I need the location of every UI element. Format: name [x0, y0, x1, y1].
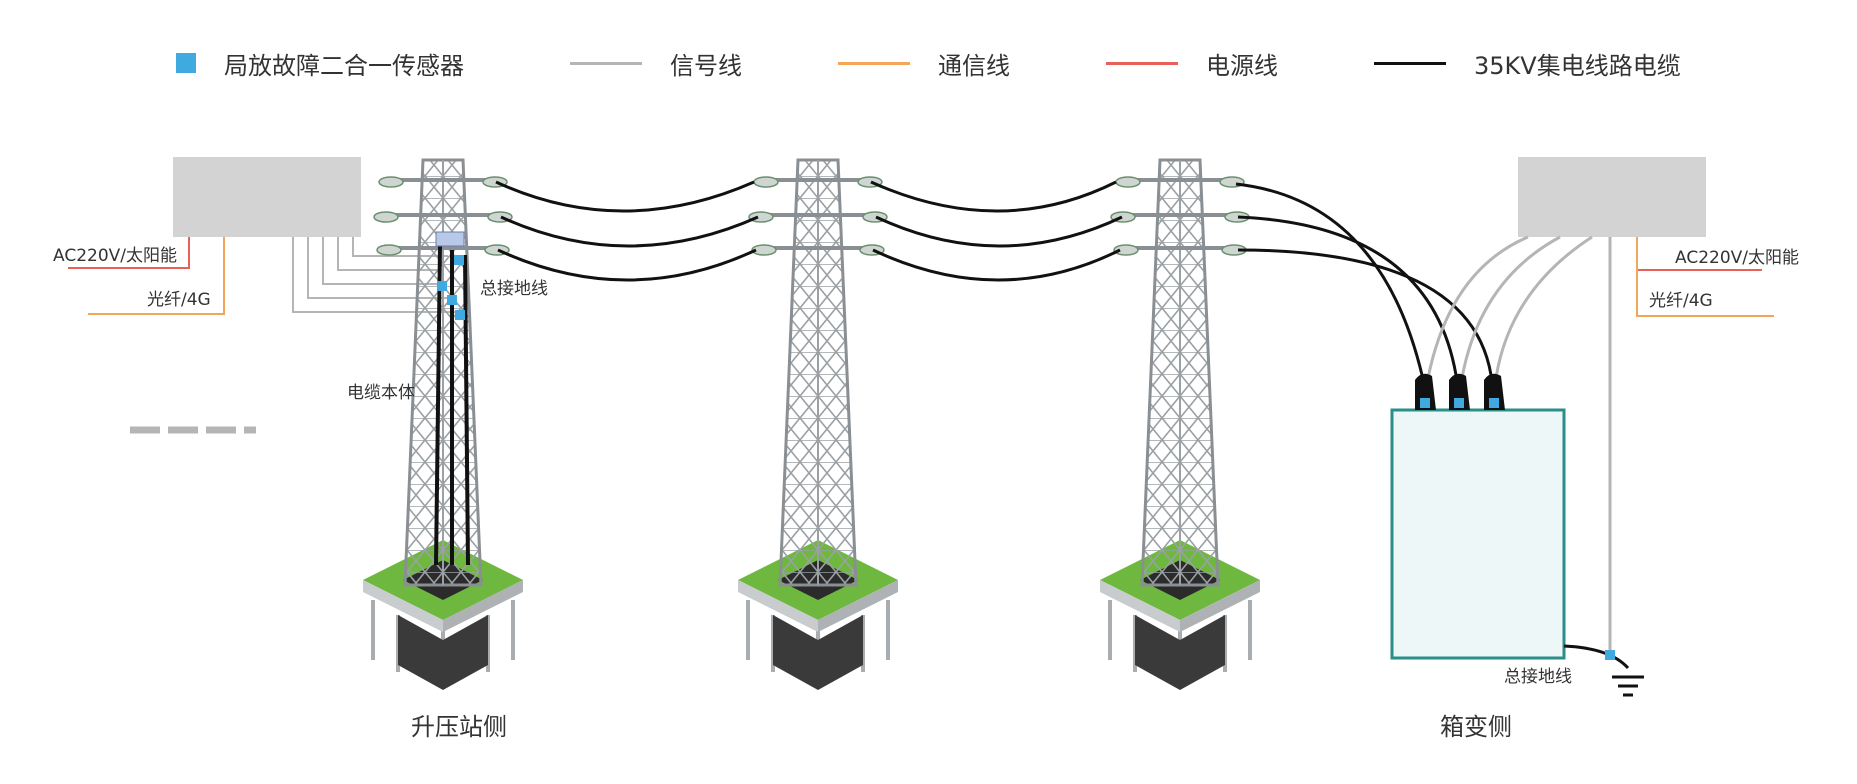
legend: 局放故障二合一传感器 信号线 通信线 电源线 35KV集电线路电缆: [0, 38, 1857, 88]
booster-station-side-label: 升压站侧: [411, 713, 507, 741]
legend-label: 信号线: [670, 51, 742, 80]
legend-item-comm-line: 通信线: [838, 38, 1010, 88]
right-monitor-unit: AC220V/太阳能 光纤/4G: [1426, 157, 1799, 655]
ground-icon: [1612, 675, 1644, 697]
legend-label: 35KV集电线路电缆: [1474, 51, 1681, 80]
left-ground-label: 总接地线: [480, 279, 548, 299]
right-monitor-box: [1518, 157, 1706, 237]
left-comm-label: 光纤/4G: [147, 290, 211, 310]
cable-line-swatch: [1374, 61, 1446, 65]
cable-terminal: [435, 231, 465, 247]
left-monitor-box: [173, 157, 361, 237]
tower-1-sensors: [437, 255, 465, 320]
box-transformer-body: [1390, 408, 1566, 660]
right-comm-label: 光纤/4G: [1649, 291, 1713, 311]
cable-body-label: 电缆本体: [347, 383, 415, 403]
box-transformer: 总接地线: [1390, 373, 1644, 697]
legend-item-power-line: 电源线: [1106, 38, 1278, 88]
ground-wire: [1563, 644, 1630, 670]
power-line-swatch: [1106, 61, 1178, 65]
right-signal-lines: [1426, 235, 1593, 379]
legend-label: 局放故障二合一传感器: [224, 51, 464, 80]
left-signal-lines: [292, 237, 458, 313]
ground-sensor: [1605, 650, 1615, 660]
tower-3: [1100, 158, 1260, 690]
right-power-label: AC220V/太阳能: [1675, 248, 1799, 268]
right-ground-label: 总接地线: [1504, 667, 1572, 687]
legend-label: 通信线: [938, 51, 1010, 80]
legend-item-sensor: 局放故障二合一传感器: [176, 38, 464, 88]
left-comm-line: [88, 237, 225, 315]
transformer-sensors: [1420, 398, 1499, 408]
box-transformer-side-label: 箱变侧: [1440, 713, 1512, 741]
legend-label: 电源线: [1206, 51, 1278, 80]
left-power-line: [68, 237, 190, 269]
sensor-square-icon: [176, 53, 196, 73]
left-power-label: AC220V/太阳能: [53, 246, 177, 266]
comm-line-swatch: [838, 61, 910, 65]
legend-item-signal-line: 信号线: [570, 38, 742, 88]
signal-line-swatch: [570, 61, 642, 65]
tower-1: 总接地线 电缆本体: [347, 158, 548, 690]
overhead-cables: [495, 180, 1493, 376]
right-comm-line: [1636, 237, 1774, 317]
legend-item-cable: 35KV集电线路电缆: [1374, 38, 1681, 88]
left-monitor-unit: AC220V/太阳能 光纤/4G: [53, 157, 458, 434]
tower-2: [738, 158, 898, 690]
